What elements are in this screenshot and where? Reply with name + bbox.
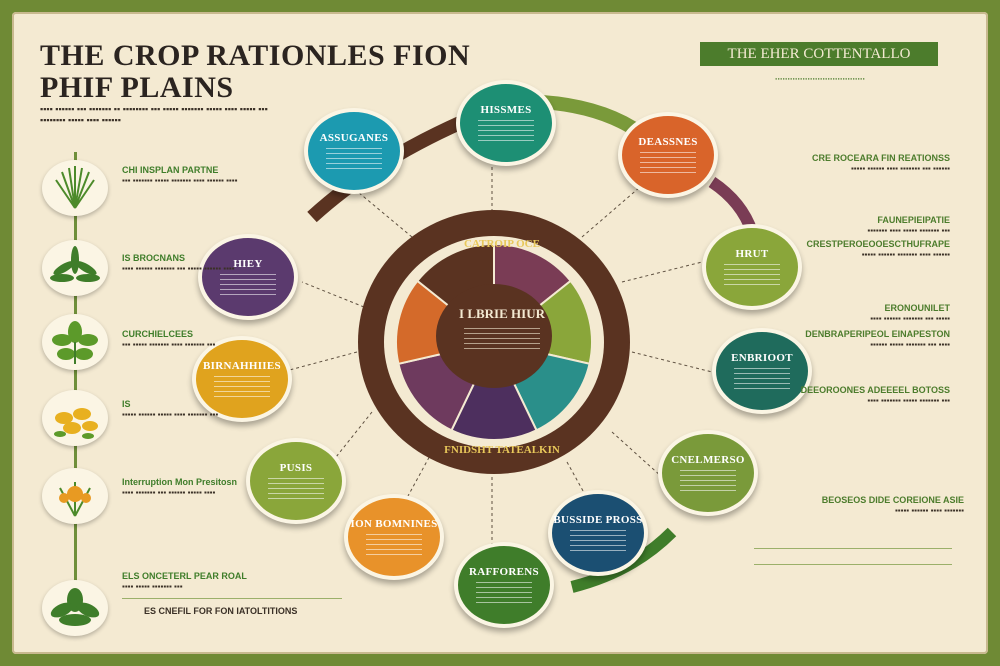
node-subtext: [476, 582, 532, 604]
node-label: ION BOMNINES: [350, 518, 438, 530]
node-label: HIEY: [233, 258, 263, 270]
ring-label-bottom: FNIDSHT TATEALKIN: [444, 444, 560, 456]
note-text: ▪▪▪▪▪▪ ▪▪▪▪▪ ▪▪▪▪▪▪▪ ▪▪▪ ▪▪▪▪: [870, 340, 950, 349]
node-subtext: [326, 148, 382, 170]
node-ion-bomnines: ION BOMNINES: [344, 494, 444, 580]
divider: [754, 548, 952, 549]
ring-label-top: CATROIP OCE: [464, 238, 540, 250]
node-subtext: [680, 470, 736, 492]
note-heading: FAUNEPIEIPATIE: [877, 215, 950, 225]
note-text: ▪▪▪▪ ▪▪▪▪▪▪ ▪▪▪▪▪▪▪ ▪▪▪ ▪▪▪▪▪ ▪▪▪▪▪▪ ▪▪▪…: [122, 264, 235, 273]
leafy-plant-icon: [42, 314, 108, 370]
yellow-flower-icon: [42, 390, 108, 446]
node-rafforens: RAFFORENS: [454, 542, 554, 628]
page-title: THE CROP RATIONLES FION PHIF PLAINS: [40, 40, 470, 104]
right-note: CRESTPEROEOOESCTHUFRAPE▪▪▪▪▪ ▪▪▪▪▪▪ ▪▪▪▪…: [740, 238, 950, 260]
node-subtext: [268, 478, 324, 500]
note-text: ▪▪▪ ▪▪▪▪▪ ▪▪▪▪▪▪▪ ▪▪▪▪ ▪▪▪▪▪▪▪ ▪▪▪: [122, 340, 216, 349]
note-text: ▪▪▪▪▪ ▪▪▪▪▪▪ ▪▪▪▪ ▪▪▪▪▪▪▪ ▪▪▪ ▪▪▪▪▪▪: [850, 164, 950, 173]
divider: [122, 598, 342, 599]
left-note: CURCHIELCEES▪▪▪ ▪▪▪▪▪ ▪▪▪▪▪▪▪ ▪▪▪▪ ▪▪▪▪▪…: [122, 328, 332, 350]
note-heading: Interruption Mon Presitosn: [122, 477, 238, 487]
stem-line: [74, 152, 77, 602]
node-label: HISSMES: [480, 104, 532, 116]
grass-icon: [42, 160, 108, 216]
green-shrub-icon: [42, 580, 108, 636]
right-note: CRE ROCEARA FIN REATIONSS▪▪▪▪▪ ▪▪▪▪▪▪ ▪▪…: [740, 152, 950, 174]
title-line-1: THE CROP RATIONLES FION: [40, 39, 471, 72]
note-text: ▪▪▪▪▪▪▪ ▪▪▪▪ ▪▪▪▪▪ ▪▪▪▪▪▪▪ ▪▪▪: [867, 226, 950, 235]
node-label: BUSSIDE PROSS: [553, 514, 643, 526]
hub-subtext: [464, 328, 540, 350]
node-subtext: [214, 376, 270, 398]
note-heading: IS: [122, 399, 131, 409]
node-subtext: [366, 534, 422, 556]
node-label: RAFFORENS: [469, 566, 539, 578]
node-busside-pross: BUSSIDE PROSS: [548, 490, 648, 576]
divider: [754, 564, 952, 565]
node-hrut: HRUT: [702, 224, 802, 310]
node-hissmes: HISSMES: [456, 80, 556, 166]
note-heading: DEEOROONES ADEEEEL BOTOSS: [800, 385, 950, 395]
note-heading: CRESTPEROEOOESCTHUFRAPE: [806, 239, 950, 249]
left-note: Interruption Mon Presitosn▪▪▪▪ ▪▪▪▪▪▪▪ ▪…: [122, 476, 332, 498]
node-label: DEASSNES: [638, 136, 698, 148]
right-note: DENBRAPERIPEOL EINAPESTON▪▪▪▪▪▪ ▪▪▪▪▪ ▪▪…: [740, 328, 950, 350]
node-subtext: [734, 368, 790, 390]
note-heading: CHI INSPLAN PARTNE: [122, 165, 219, 175]
node-hiey: HIEY: [198, 234, 298, 320]
left-note: ELS ONCETERL PEAR ROAL▪▪▪▪ ▪▪▪▪▪ ▪▪▪▪▪▪▪…: [122, 570, 332, 592]
note-text: ▪▪▪▪▪ ▪▪▪▪▪▪ ▪▪▪▪▪ ▪▪▪▪ ▪▪▪▪▪▪▪ ▪▪▪: [122, 410, 219, 419]
node-subtext: [570, 530, 626, 552]
wheel-segment: [450, 339, 538, 441]
note-text: ▪▪▪▪ ▪▪▪▪▪▪ ▪▪▪▪▪▪▪ ▪▪▪ ▪▪▪▪▪: [870, 314, 950, 323]
note-heading: CURCHIELCEES: [122, 329, 194, 339]
node-subtext: [640, 152, 696, 174]
node-pusis: PUSIS: [246, 438, 346, 524]
title-line-2: PHIF PLAINS: [40, 71, 234, 104]
node-subtext: [724, 264, 780, 286]
note-text: ▪▪▪▪ ▪▪▪▪▪▪▪ ▪▪▪▪▪ ▪▪▪▪▪▪▪ ▪▪▪: [867, 396, 950, 405]
banner-subtext: ∙∙∙∙∙∙∙∙∙∙∙∙∙∙∙∙∙∙∙∙∙∙∙∙∙∙∙∙∙∙∙∙∙∙∙∙: [774, 74, 866, 84]
right-note: DEEOROONES ADEEEEL BOTOSS▪▪▪▪ ▪▪▪▪▪▪▪ ▪▪…: [740, 384, 950, 406]
node-enbrioot: ENBRIOOT: [712, 328, 812, 414]
node-deassnes: DEASSNES: [618, 112, 718, 198]
node-label: ENBRIOOT: [731, 352, 793, 364]
note-text: ▪▪▪▪▪ ▪▪▪▪▪▪ ▪▪▪▪▪▪▪ ▪▪▪▪ ▪▪▪▪▪▪: [861, 250, 950, 259]
node-label: PUSIS: [279, 462, 313, 474]
note-heading: ELS ONCETERL PEAR ROAL: [122, 571, 247, 581]
right-note: FAUNEPIEIPATIE▪▪▪▪▪▪▪ ▪▪▪▪ ▪▪▪▪▪ ▪▪▪▪▪▪▪…: [740, 214, 950, 236]
node-birnahhiies: BIRNAHHIIES: [192, 336, 292, 422]
note-text: ▪▪▪▪ ▪▪▪▪▪ ▪▪▪▪▪▪▪ ▪▪▪: [122, 582, 183, 591]
note-heading: IS BROCNANS: [122, 253, 186, 263]
node-subtext: [220, 274, 276, 296]
left-note: IS BROCNANS▪▪▪▪ ▪▪▪▪▪▪ ▪▪▪▪▪▪▪ ▪▪▪ ▪▪▪▪▪…: [122, 252, 332, 274]
node-label: ASSUGANES: [319, 132, 389, 144]
section-banner: THE EHER COTTENTALLO: [700, 42, 938, 66]
node-label: BIRNAHHIIES: [203, 360, 281, 372]
left-note: CHI INSPLAN PARTNE▪▪▪ ▪▪▪▪▪▪▪ ▪▪▪▪▪ ▪▪▪▪…: [122, 164, 332, 186]
note-text: ▪▪▪▪ ▪▪▪▪▪▪▪ ▪▪▪ ▪▪▪▪▪▪ ▪▪▪▪▪ ▪▪▪▪: [122, 488, 216, 497]
note-heading: ERONOUNILET: [884, 303, 950, 313]
fern-icon: [42, 240, 108, 296]
right-note: ERONOUNILET▪▪▪▪ ▪▪▪▪▪▪ ▪▪▪▪▪▪▪ ▪▪▪ ▪▪▪▪▪: [740, 302, 950, 324]
note-text: ▪▪▪▪▪ ▪▪▪▪▪▪ ▪▪▪▪ ▪▪▪▪▪▪▪: [894, 506, 964, 515]
node-label: HRUT: [735, 248, 769, 260]
left-note: IS▪▪▪▪▪ ▪▪▪▪▪▪ ▪▪▪▪▪ ▪▪▪▪ ▪▪▪▪▪▪▪ ▪▪▪: [122, 398, 332, 420]
node-assuganes: ASSUGANES: [304, 108, 404, 194]
note-text: ▪▪▪ ▪▪▪▪▪▪▪ ▪▪▪▪▪ ▪▪▪▪▪▪▪ ▪▪▪▪ ▪▪▪▪▪▪ ▪▪…: [122, 176, 238, 185]
orange-bloom-icon: [42, 468, 108, 524]
node-label: CNELMERSO: [671, 454, 745, 466]
note-heading: DENBRAPERIPEOL EINAPESTON: [805, 329, 950, 339]
right-note: BEOSEOS DIDE COREIONE ASIE▪▪▪▪▪ ▪▪▪▪▪▪ ▪…: [754, 494, 964, 516]
intro-text: ▪▪▪▪ ▪▪▪▪▪▪ ▪▪▪ ▪▪▪▪▪▪▪ ▪▪ ▪▪▪▪▪▪▪▪ ▪▪▪ …: [40, 104, 268, 125]
bottom-note: ES CNEFIL FOR FON IATOLTITIONS: [144, 606, 298, 616]
note-heading: BEOSEOS DIDE COREIONE ASIE: [821, 495, 964, 505]
poster: THE CROP RATIONLES FION PHIF PLAINS ▪▪▪▪…: [12, 12, 988, 654]
node-subtext: [478, 120, 534, 142]
hub-label: I LBRIE HIUR: [459, 306, 545, 321]
node-cnelmerso: CNELMERSO: [658, 430, 758, 516]
note-heading: CRE ROCEARA FIN REATIONSS: [811, 153, 950, 163]
